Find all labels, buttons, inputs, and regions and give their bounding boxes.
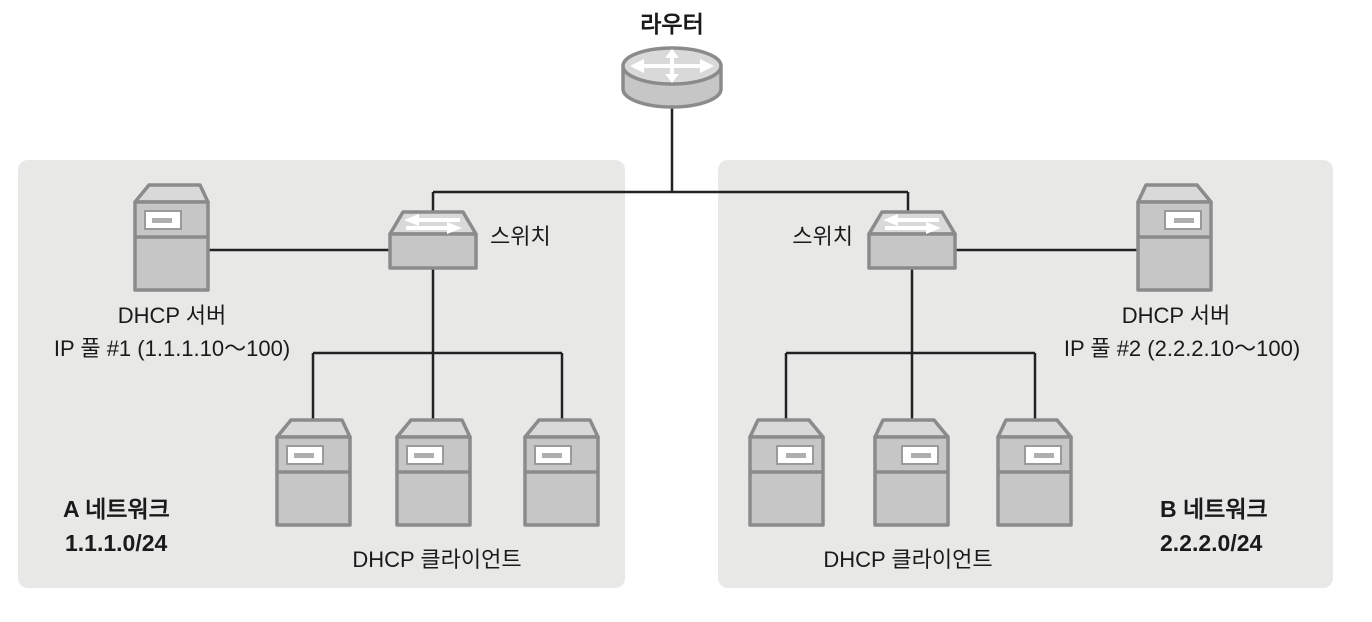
dhcp-client-b2-icon xyxy=(873,418,950,527)
switch-b-icon xyxy=(867,210,957,270)
dhcp-client-a1-icon xyxy=(275,418,352,527)
connection-lines xyxy=(208,107,1138,420)
network-b-title: B 네트워크 xyxy=(1160,496,1268,522)
ip-pool-b-label: IP 풀 #2 (2.2.2.10～100) xyxy=(1064,336,1300,361)
switch-b-label: 스위치 xyxy=(792,224,853,249)
server-a-label: DHCP 서버 xyxy=(118,303,227,328)
network-b-cidr: 2.2.2.0/24 xyxy=(1160,530,1263,556)
dhcp-client-a3-icon xyxy=(523,418,600,527)
dhcp-server-b-icon xyxy=(1136,183,1213,292)
dhcp-client-b3-icon xyxy=(996,418,1073,527)
ip-pool-a-label: IP 풀 #1 (1.1.1.10～100) xyxy=(54,336,290,361)
network-a-cidr: 1.1.1.0/24 xyxy=(65,530,168,556)
network-a-title: A 네트워크 xyxy=(63,496,170,522)
server-b-label: DHCP 서버 xyxy=(1122,303,1231,328)
router-label: 라우터 xyxy=(640,11,703,37)
router-icon xyxy=(621,46,723,109)
switch-a-label: 스위치 xyxy=(490,224,551,249)
switch-a-icon xyxy=(388,210,478,270)
clients-b-label: DHCP 클라이언트 xyxy=(823,547,992,572)
dhcp-client-b1-icon xyxy=(748,418,825,527)
dhcp-client-a2-icon xyxy=(395,418,472,527)
dhcp-server-a-icon xyxy=(133,183,210,292)
clients-a-label: DHCP 클라이언트 xyxy=(352,547,521,572)
